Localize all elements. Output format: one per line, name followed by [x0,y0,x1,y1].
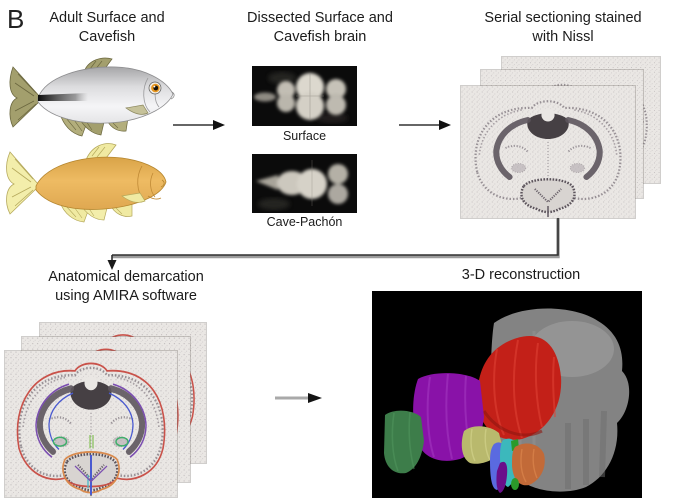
cavefish-illustration [6,143,167,223]
arrow-right-icon [275,393,322,403]
surface-fish-eye [148,81,162,95]
step4-title-line2: using AMIRA software [55,288,197,304]
surface-brain-label: Surface [282,129,327,143]
cave-brain-label: Cave-Pachón [266,215,343,229]
step4-title-line1: Anatomical demarcation [48,269,204,285]
cavefish-pectoral-fin [121,192,146,203]
step1-title-line1: Adult Surface and [49,10,165,26]
surface-fish-pectoral-fin [125,104,149,115]
3d-reconstruction-image [372,291,642,498]
arrow-right-icon [173,120,225,130]
step4-title: Anatomical demarcation using AMIRA softw… [10,268,242,306]
step3-title: Serial sectioning stained with Nissl [452,9,674,47]
recon-tectum-red [477,336,562,440]
surface-fish-illustration [9,57,175,137]
panel-letter: B [7,4,25,34]
surface-brain-photo [252,66,357,126]
step3-title-line2: with Nissl [532,29,594,45]
step2-title-line2: Cavefish brain [273,29,367,45]
cave-brain-photo [252,154,357,213]
cavefish-caudal-fin [6,151,39,215]
step2-title: Dissected Surface and Cavefish brain [218,9,422,47]
step2-title-line1: Dissected Surface and [247,10,393,26]
step1-title: Adult Surface and Cavefish [22,9,192,47]
surface-fish-caudal-fin [9,66,42,128]
step1-title-line2: Cavefish [78,29,136,45]
amira-sheet-front [5,351,177,497]
recon-small-regions [490,438,545,493]
elbow-arrow-down-icon [107,218,560,270]
nissl-sheet-front [461,86,635,218]
cavefish-body [35,156,167,210]
recon-olfactory-green [384,410,424,474]
step3-title-line1: Serial sectioning stained [484,10,642,26]
step5-title: 3-D reconstruction [461,267,581,283]
arrow-right-icon [399,120,451,130]
surface-fish-stripe [38,93,88,101]
